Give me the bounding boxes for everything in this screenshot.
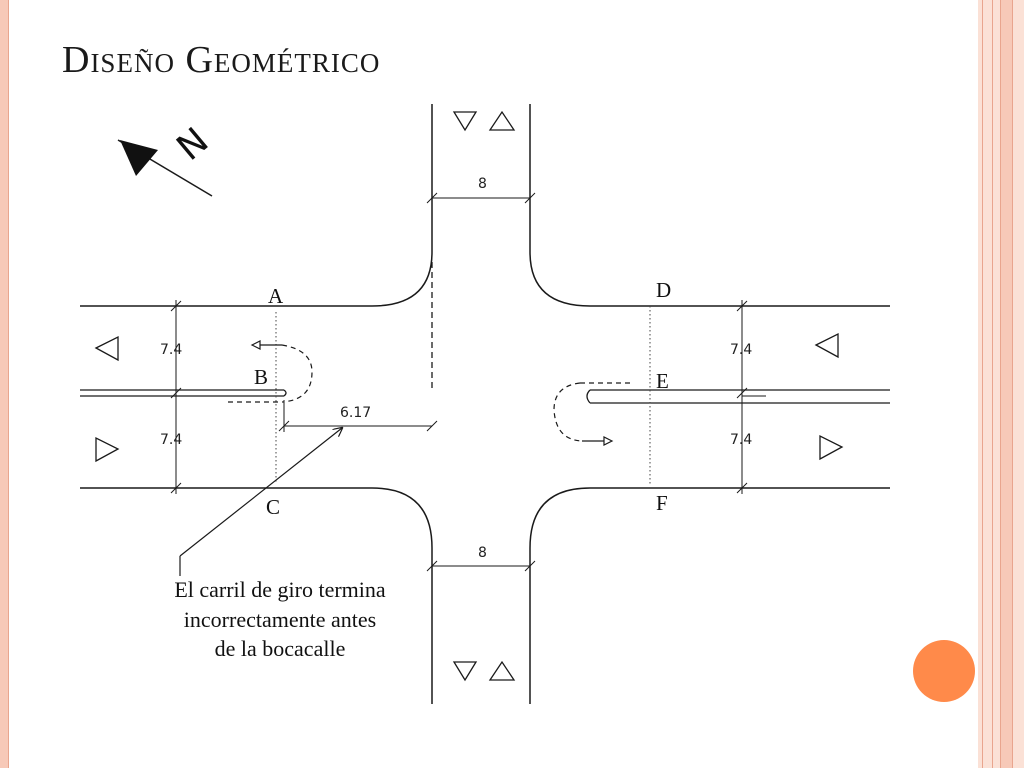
dim-top-width: 8 <box>478 176 487 192</box>
point-label-d: D <box>656 278 671 302</box>
north-label: N <box>169 120 216 169</box>
dim-right-upper-lane: 7.4 <box>730 342 752 358</box>
east-median <box>586 389 890 404</box>
north-lane-arrow-down <box>452 111 478 132</box>
lane-direction-arrows <box>94 110 844 682</box>
dim-turn-lane-gap: 6.17 <box>340 405 371 421</box>
west-median <box>80 389 287 397</box>
dim-left-lower-lane: 7.4 <box>160 432 182 448</box>
annotation-line-3: de la bocacalle <box>215 636 346 661</box>
south-lane-arrow-up <box>488 660 516 681</box>
decorative-orange-circle <box>913 640 975 702</box>
dim-right-lower-lane: 7.4 <box>730 432 752 448</box>
annotation-line-2: incorrectamente antes <box>184 607 376 632</box>
west-lane-arrow-right <box>95 436 120 463</box>
east-lane-arrow-left <box>814 332 839 359</box>
east-lane-arrow-right <box>819 434 844 461</box>
south-lane-arrow-down <box>452 661 478 682</box>
east-uturn-path <box>553 382 634 446</box>
slide-title: Diseño Geométrico <box>62 39 381 81</box>
slide-left-border <box>0 0 9 768</box>
road-edges <box>80 104 890 704</box>
annotation-leader <box>179 428 342 576</box>
west-uturn-path <box>228 340 313 403</box>
north-arrow: N <box>117 120 216 197</box>
point-label-c: C <box>266 495 280 519</box>
point-label-f: F <box>656 491 668 515</box>
annotation-line-1: El carril de giro termina <box>174 577 386 602</box>
north-lane-arrow-up <box>488 110 516 131</box>
west-lane-arrow-left <box>94 335 119 362</box>
point-label-b: B <box>254 365 268 389</box>
point-label-a: A <box>268 284 284 308</box>
dimension-lines <box>170 192 766 572</box>
point-label-e: E <box>656 369 669 393</box>
slide-right-border <box>978 0 1024 768</box>
dim-left-upper-lane: 7.4 <box>160 342 182 358</box>
dim-bottom-width: 8 <box>478 545 487 561</box>
